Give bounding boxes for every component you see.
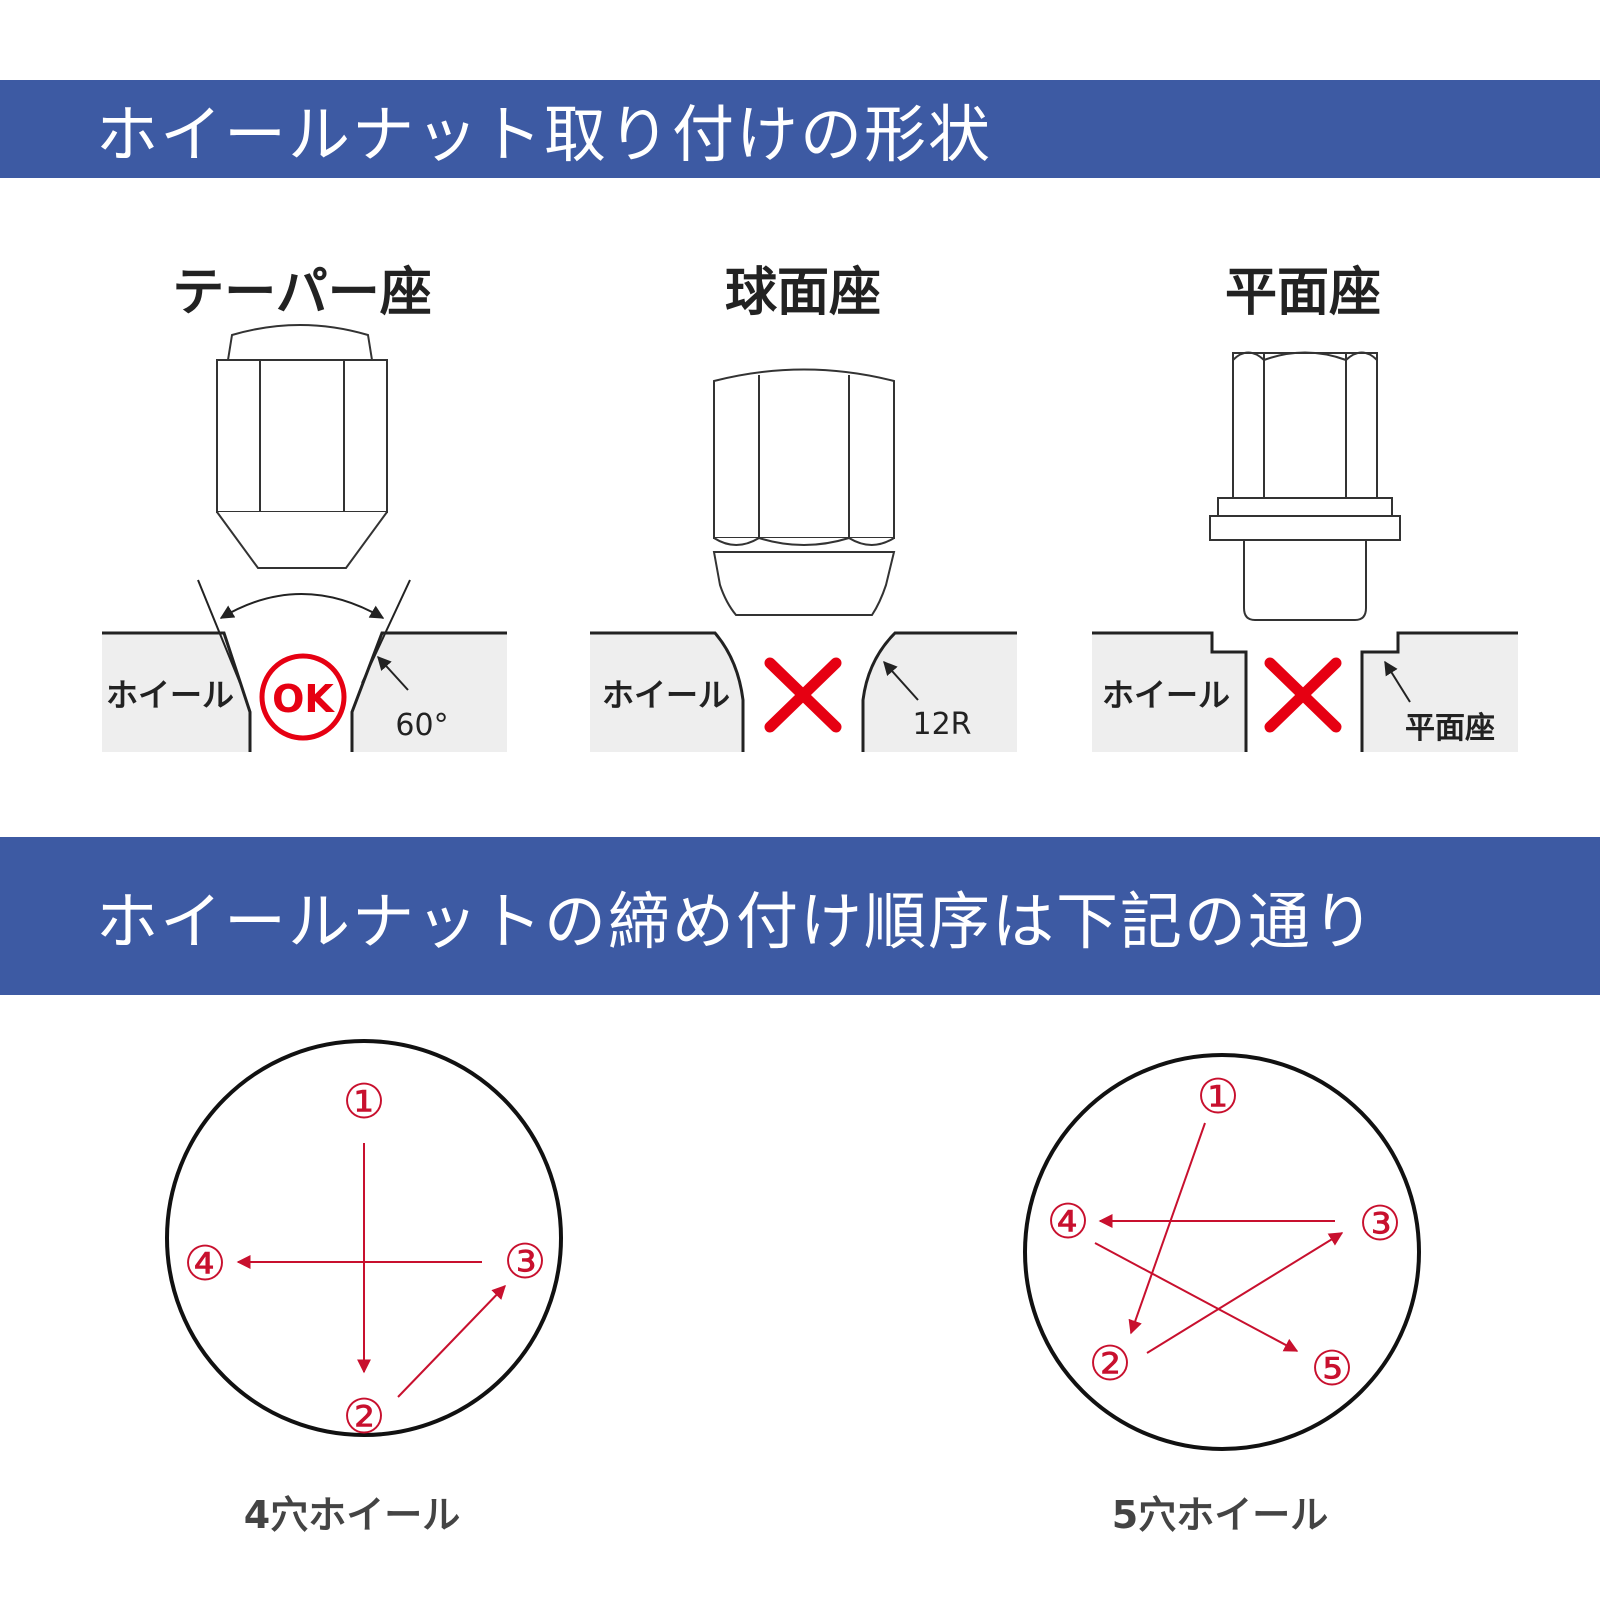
four-hole-pattern: ① ② ③ ④: [165, 1039, 563, 1445]
flat-wheel-label: ホイール: [1102, 676, 1230, 714]
order-4: ④: [183, 1236, 226, 1292]
order-3: ③: [503, 1234, 546, 1290]
five-hole-pattern: ① ② ③ ④ ⑤: [1023, 1053, 1421, 1451]
spherical-seat-group: ホイール 12R: [590, 368, 1017, 752]
order-2: ②: [1088, 1336, 1131, 1392]
section-title: ホイールナット取り付けの形状: [96, 98, 993, 171]
ok-badge: [259, 653, 347, 741]
order-3: ③: [1358, 1196, 1401, 1252]
ok-badge-text: OK: [272, 677, 335, 721]
flat-seat-group: ホイール 平面座: [1092, 351, 1518, 752]
spherical-wheel-section: [590, 631, 1017, 752]
flat-nut: [1209, 351, 1401, 621]
angle-label: 60°: [395, 708, 448, 743]
taper-seat-title: テーパー座: [172, 263, 432, 323]
four-hole-caption: 4穴ホイール: [243, 1493, 461, 1537]
order-4: ④: [1046, 1194, 1089, 1250]
radius-label: 12R: [912, 707, 971, 742]
flat-seat-title: 平面座: [1224, 263, 1381, 323]
taper-wheel-section: [102, 579, 507, 752]
order-5: ⑤: [1310, 1341, 1353, 1397]
taper-wheel-label: ホイール: [106, 676, 234, 714]
section-title: ホイールナットの締め付け順序は下記の通り: [96, 885, 1377, 958]
arrow-4-to-5: [1094, 1242, 1299, 1352]
wheel-outline-5: [1023, 1053, 1421, 1451]
spherical-wheel-label: ホイール: [602, 676, 730, 714]
spherical-seat-title: 球面座: [724, 263, 881, 323]
order-2: ②: [342, 1389, 385, 1445]
ng-mark-spherical: [764, 657, 842, 733]
taper-seat-group: ホイール OK 60°: [102, 324, 507, 752]
section-title-banner: ホイールナットの締め付け順序は下記の通り: [0, 837, 1600, 995]
five-hole-caption: 5穴ホイール: [1111, 1493, 1329, 1537]
taper-nut: [216, 324, 388, 569]
arrow-1-to-2: [1128, 1122, 1206, 1335]
flat-wheel-section: [1092, 631, 1518, 752]
section-title-banner: ホイールナット取り付けの形状: [0, 80, 1600, 178]
arrow-2-to-3: [1146, 1232, 1344, 1354]
ng-mark-flat: [1264, 657, 1342, 733]
order-1: ①: [1196, 1069, 1239, 1125]
order-1: ①: [342, 1074, 385, 1130]
spherical-nut: [712, 368, 896, 616]
flat-seat-label: 平面座: [1405, 711, 1495, 746]
wheel-outline-4: [165, 1039, 563, 1437]
arrow-2-to-3: [397, 1284, 506, 1398]
